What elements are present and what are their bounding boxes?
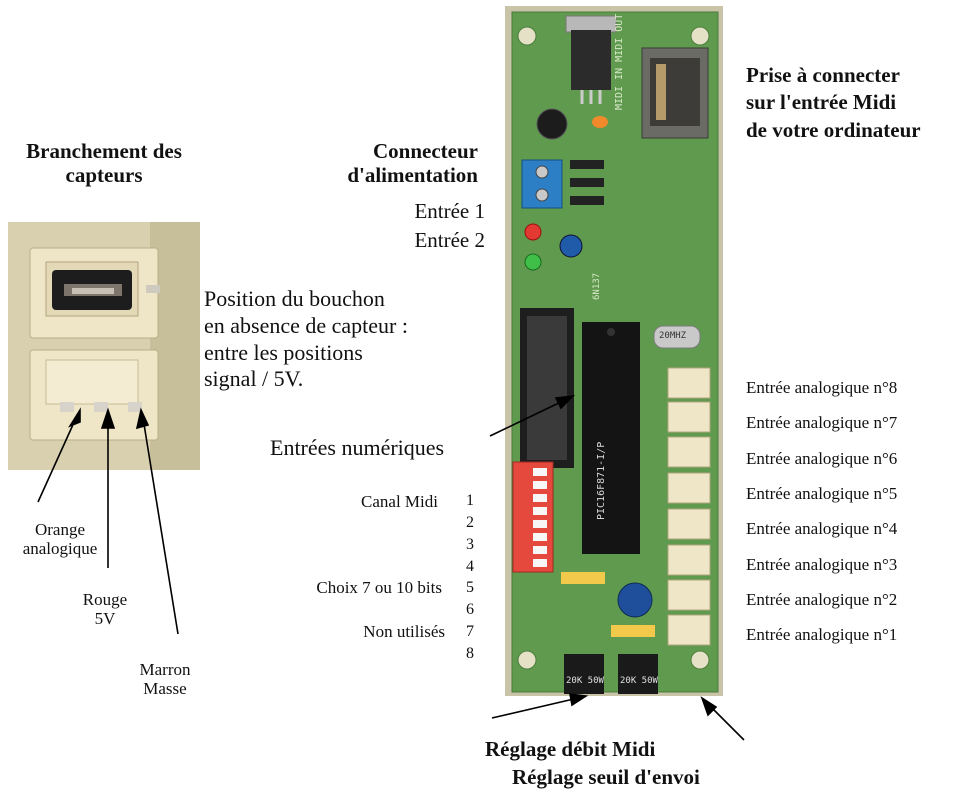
wire-red-label: Rouge 5V	[82, 590, 128, 629]
power-input-1: Entrée 1	[414, 199, 485, 223]
analog-input-label: Entrée analogique n°2	[746, 590, 898, 609]
power-input-2: Entrée 2	[414, 228, 485, 252]
dip-number: 7	[466, 623, 474, 640]
dip-number: 4	[466, 558, 474, 575]
analog-input-label: Entrée analogique n°5	[746, 484, 898, 503]
dip-number: 3	[466, 536, 474, 553]
silkscreen-pot-1: 20K 50W	[566, 676, 604, 686]
analog-input-label: Entrée analogique n°1	[746, 625, 898, 644]
analog-input-label: Entrée analogique n°4	[746, 519, 898, 538]
dip-number: 8	[466, 645, 474, 662]
dip-unused-label: Non utilisés	[363, 622, 445, 641]
dip-number: 1	[466, 492, 474, 509]
dip-number: 5	[466, 579, 474, 596]
silkscreen-pot-2: 20K 50W	[620, 676, 658, 686]
digital-inputs-label: Entrées numériques	[270, 435, 445, 460]
wire-brown-label: Marron Masse	[139, 660, 191, 699]
send-threshold-adjust-label: Réglage seuil d'envoi	[512, 765, 700, 789]
silkscreen-chip: PIC16F871-I/P	[596, 441, 607, 520]
sensor-title: Branchement des capteurs	[26, 139, 182, 187]
silkscreen-midi-out: MIDI IN MIDI OUT	[614, 13, 625, 110]
dip-canal-label: Canal Midi	[361, 492, 438, 511]
midi-connector-note: Prise à connecter sur l'entrée Midi de v…	[746, 63, 921, 142]
analog-input-label: Entrée analogique n°3	[746, 555, 898, 574]
analog-input-label: Entrée analogique n°8	[746, 378, 898, 397]
dip-bits-label: Choix 7 ou 10 bits	[316, 578, 442, 597]
wire-orange-label: Orange analogique	[22, 520, 98, 559]
plug-position-note: Position du bouchon en absence de capteu…	[204, 286, 408, 392]
analog-input-label: Entrée analogique n°7	[746, 413, 898, 432]
power-connector-title: Connecteur d'alimentation	[347, 139, 478, 187]
silkscreen-opto: 6N137	[592, 272, 602, 300]
dip-number: 6	[466, 601, 474, 618]
midi-rate-adjust-label: Réglage débit Midi	[485, 737, 656, 761]
analog-input-label: Entrée analogique n°6	[746, 449, 898, 468]
dip-number: 2	[466, 514, 474, 531]
silkscreen-crystal: 20MHZ	[659, 331, 687, 341]
